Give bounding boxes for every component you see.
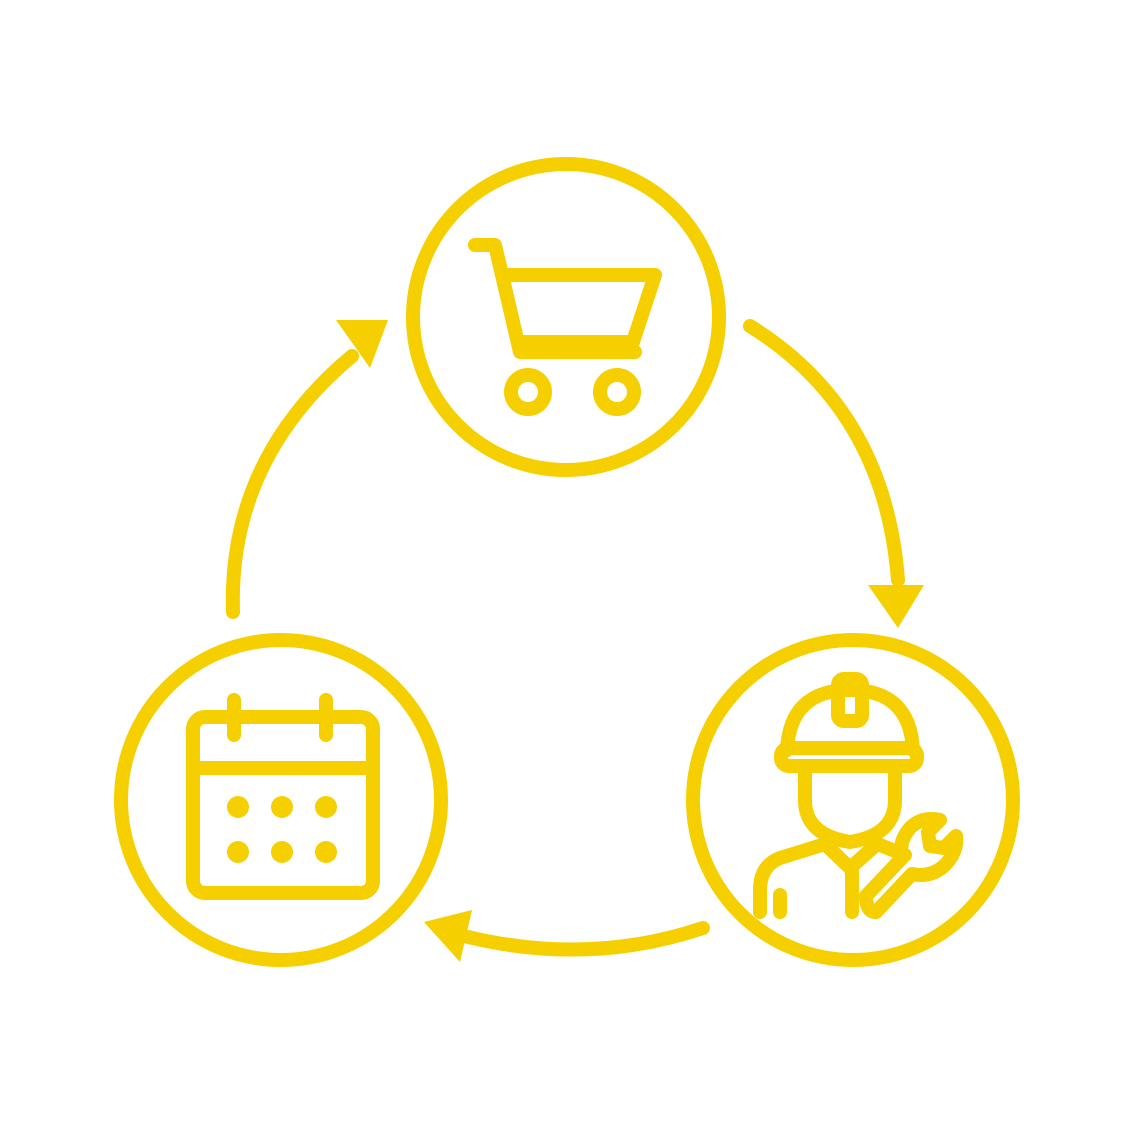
technician-with-wrench-icon xyxy=(753,672,964,919)
technician-node xyxy=(686,633,1020,967)
cart-node-ring xyxy=(406,157,726,477)
flow-arrow-technician-to-calendar xyxy=(424,910,710,962)
calendar-node-ring xyxy=(114,633,448,967)
flow-arrow-cart-to-technician xyxy=(743,319,924,628)
calendar-node xyxy=(114,633,448,967)
cart-node xyxy=(406,157,726,477)
shopping-cart-icon xyxy=(468,238,662,416)
calendar-icon xyxy=(186,693,380,900)
flow-arrow-calendar-to-cart xyxy=(225,320,388,619)
technician-node-ring xyxy=(686,633,1020,967)
